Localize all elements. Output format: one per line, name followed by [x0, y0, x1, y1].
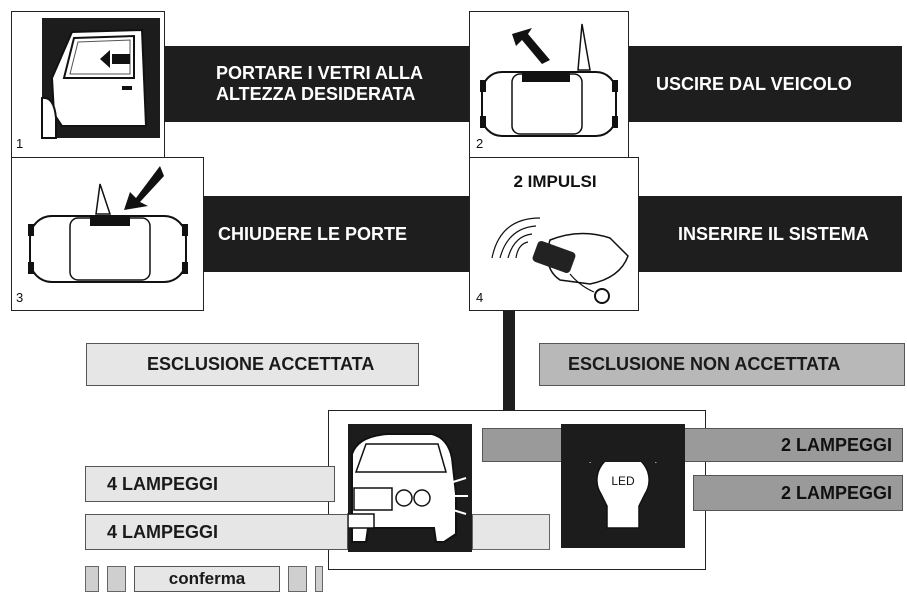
confirm-bar-left-2 — [107, 566, 126, 592]
step-3-panel: 3 — [11, 157, 204, 311]
accepted-flash-box-1: 4 LAMPEGGI — [85, 466, 335, 502]
car-exit-icon — [480, 23, 618, 137]
led-label: LED — [611, 474, 635, 488]
step-1-label-2: ALTEZZA DESIDERATA — [216, 84, 416, 104]
step-4-band: INSERIRE IL SISTEMA — [638, 196, 902, 272]
step-4-caption: 2 IMPULSI — [513, 172, 597, 191]
step-2-band: USCIRE DAL VEICOLO — [629, 46, 902, 122]
led-overlay-cover — [561, 428, 685, 462]
step-1-number: 1 — [16, 136, 24, 151]
step-4-panel: 2 IMPULSI 4 — [469, 157, 639, 311]
outcome-not-accepted-box: ESCLUSIONE NON ACCETTATA — [539, 343, 905, 386]
car-close-doors-icon — [28, 166, 188, 283]
accepted-flash-label-1: 4 LAMPEGGI — [107, 473, 219, 494]
confirm-box: conferma — [134, 566, 280, 592]
outcome-accepted-box: ESCLUSIONE ACCETTATA — [86, 343, 419, 386]
accepted-flash-label-2: 4 LAMPEGGI — [107, 521, 219, 542]
outcome-accepted-label: ESCLUSIONE ACCETTATA — [147, 354, 375, 374]
not-accepted-flash-box-1: 2 LAMPEGGI — [482, 428, 903, 462]
confirm-bar-left-1 — [85, 566, 99, 592]
accepted-flash-extension — [472, 514, 550, 550]
step-2-panel: 2 — [469, 11, 629, 158]
not-accepted-flash-label-2: 2 LAMPEGGI — [780, 482, 892, 503]
step-3-number: 3 — [16, 290, 24, 305]
outcome-not-accepted-label: ESCLUSIONE NON ACCETTATA — [568, 354, 841, 374]
step-2-label: USCIRE DAL VEICOLO — [656, 73, 852, 94]
step-1-label: PORTARE I VETRI ALLA — [216, 63, 423, 84]
car-headlights-icon — [347, 424, 472, 552]
confirm-label: conferma — [168, 569, 246, 588]
confirm-bar-right-1 — [288, 566, 307, 592]
remote-control-icon — [491, 217, 629, 304]
not-accepted-flash-label-1: 2 LAMPEGGI — [780, 434, 892, 455]
step-1-panel: 1 — [11, 11, 165, 158]
step-3-band: CHIUDERE LE PORTE — [203, 196, 470, 272]
connector-line — [503, 311, 515, 411]
confirm-bar-right-2 — [315, 566, 323, 592]
accepted-flash-box-2: 4 LAMPEGGI — [85, 514, 348, 550]
not-accepted-flash-box-2: 2 LAMPEGGI — [693, 475, 903, 511]
step-2-number: 2 — [476, 136, 484, 151]
step-1-band: PORTARE I VETRI ALLA ALTEZZA DESIDERATA — [164, 46, 469, 122]
step-3-label: CHIUDERE LE PORTE — [218, 223, 408, 244]
car-door-window-icon — [41, 18, 160, 139]
step-4-number: 4 — [476, 290, 484, 305]
step-4-label: INSERIRE IL SISTEMA — [678, 223, 869, 244]
